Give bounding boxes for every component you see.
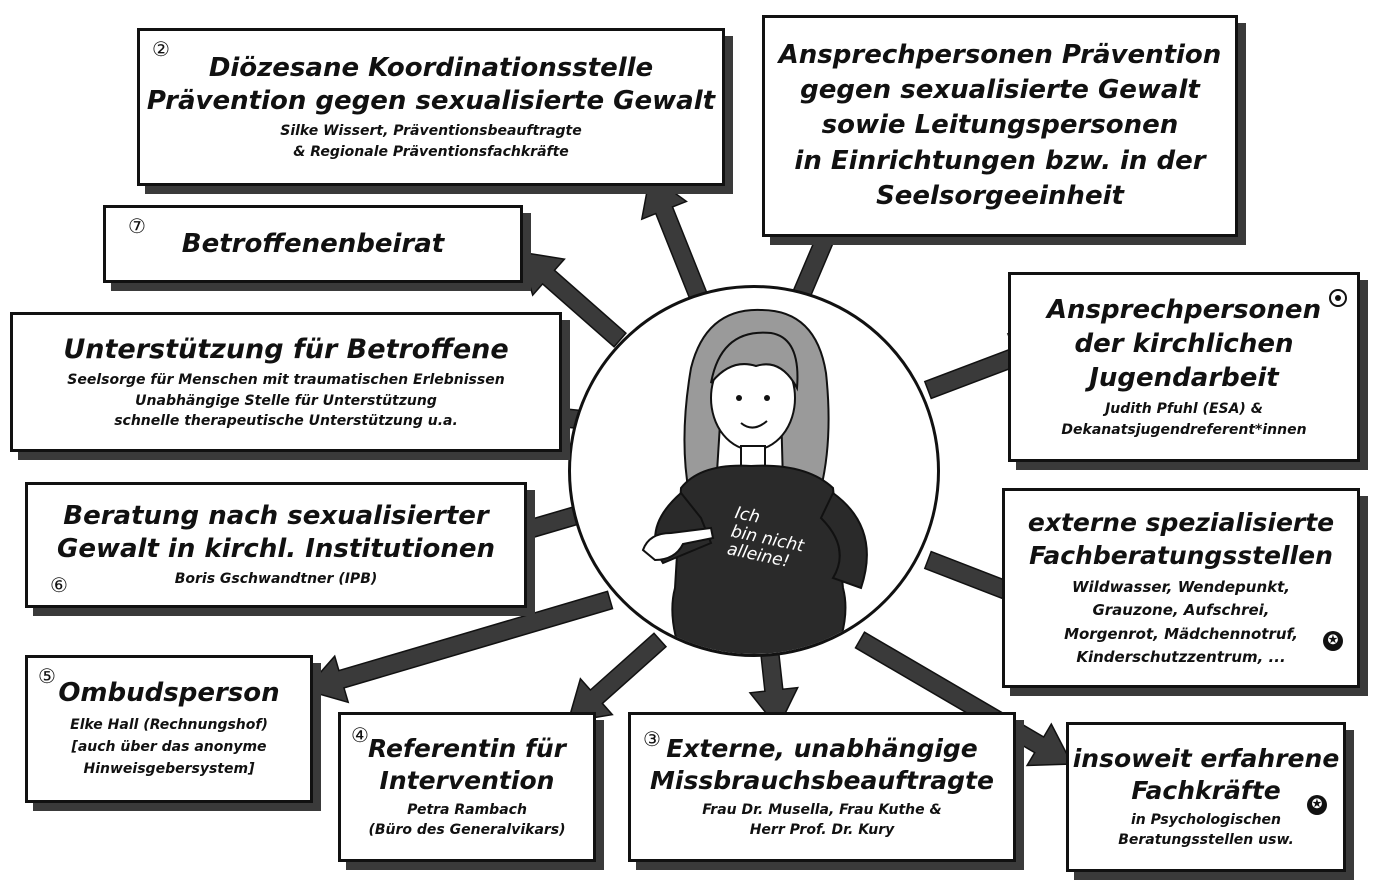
beratung-sub: Boris Gschwandtner (IPB) <box>174 571 378 588</box>
marker-number-6: ⑥ <box>50 573 68 597</box>
box-koordinationsstelle: ② Diözesane Koordinationsstelle Präventi… <box>137 28 725 186</box>
box-unterstuetzung: Unterstützung für Betroffene Seelsorge f… <box>10 312 562 452</box>
box-missbrauchsbeauftragte: ③ Externe, unabhängige Missbrauchsbeauft… <box>628 712 1016 862</box>
insoweit-title-1: insoweit erfahrene <box>1072 744 1340 774</box>
arrow-to-ombudsperson <box>303 590 614 704</box>
extern-sub-1: Wildwasser, Wendepunkt, <box>1072 578 1290 596</box>
ombud-sub-3: Hinweisgebersystem] <box>83 761 255 778</box>
arrow-to-betroffenenbeirat <box>518 251 627 348</box>
missbrauch-sub-1: Frau Dr. Musella, Frau Kuthe & <box>702 801 942 818</box>
referentin-sub-1: Petra Rambach <box>407 801 527 818</box>
extern-sub-3: Morgenrot, Mädchennotruf, <box>1064 624 1298 643</box>
jugend-title-1: Ansprechpersonen <box>1046 295 1322 325</box>
missbrauch-title-2: Missbrauchsbeauftragte <box>650 765 994 795</box>
insoweit-title-2: Fachkräfte <box>1131 775 1281 805</box>
star-icon: ✪ <box>1323 631 1343 651</box>
missbrauch-title-1: Externe, unabhängige <box>666 734 978 764</box>
unterstuetzung-sub-1: Seelsorge für Menschen mit traumatischen… <box>67 372 505 389</box>
koordination-sub-2: & Regionale Präventionsfachkräfte <box>293 143 569 160</box>
box-referentin: ④ Referentin für Intervention Petra Ramb… <box>338 712 596 862</box>
koordination-title-1: Diözesane Koordinationsstelle <box>208 53 654 84</box>
ombud-sub-2: [auch über das anonyme <box>71 739 267 756</box>
ansprech-praev-line-3: sowie Leitungspersonen <box>821 110 1179 141</box>
beratung-title-1: Beratung nach sexualisierter <box>63 501 489 532</box>
marker-number-7: ⑦ <box>128 214 146 238</box>
beratung-title-2: Gewalt in kirchl. Institutionen <box>57 533 495 564</box>
girl-illustration <box>641 308 868 654</box>
box-ansprechpersonen-praevention: Ansprechpersonen Prävention gegen sexual… <box>762 15 1238 237</box>
box-ombudsperson: ⑤ Ombudsperson Elke Hall (Rechnungshof) … <box>25 655 313 803</box>
referentin-sub-2: (Büro des Generalvikars) <box>368 822 566 839</box>
circled-dot-icon <box>1329 289 1347 307</box>
arrow-to-insoweit <box>854 631 1074 767</box>
center-figure: Ich bin nicht alleine! <box>568 285 940 657</box>
missbrauch-sub-2: Herr Prof. Dr. Kury <box>749 822 895 839</box>
unterstuetzung-title: Unterstützung für Betroffene <box>63 333 509 365</box>
ansprech-praev-line-2: gegen sexualisierte Gewalt <box>800 75 1200 106</box>
extern-title-2: Fachberatungsstellen <box>1029 540 1333 570</box>
ombud-title: Ombudsperson <box>58 678 280 709</box>
jugend-title-3: Jugendarbeit <box>1089 362 1279 393</box>
unterstuetzung-sub-3: schnelle therapeutische Unterstützung u.… <box>114 413 458 430</box>
box-betroffenenbeirat: ⑦ Betroffenenbeirat <box>103 205 523 283</box>
box-jugendarbeit: Ansprechpersonen der kirchlichen Jugenda… <box>1008 272 1360 462</box>
extern-sub-2: Grauzone, Aufschrei, <box>1092 601 1270 620</box>
jugend-sub-1: Judith Pfuhl (ESA) & <box>1105 401 1263 418</box>
marker-number-2: ② <box>152 37 170 61</box>
extern-title-1: externe spezialisierte <box>1027 508 1335 537</box>
jugend-sub-2: Dekanatsjugendreferent*innen <box>1061 421 1307 438</box>
referentin-title-1: Referentin für <box>368 734 566 764</box>
arrow-to-koordination <box>640 173 710 305</box>
star-icon: ✪ <box>1307 795 1327 815</box>
insoweit-sub-2: Beratungsstellen usw. <box>1118 832 1294 849</box>
arrow-to-missbrauchsbeauftragte <box>748 653 799 730</box>
referentin-title-2: Intervention <box>379 765 555 795</box>
extern-sub-4: Kinderschutzzentrum, ... <box>1076 647 1286 666</box>
marker-number-4: ④ <box>351 723 369 747</box>
box-insoweit-fachkraefte: ✪ insoweit erfahrene Fachkräfte in Psych… <box>1066 722 1346 872</box>
marker-number-3: ③ <box>643 727 661 751</box>
ansprech-praev-line-1: Ansprechpersonen Prävention <box>778 40 1222 71</box>
koordination-sub-1: Silke Wissert, Präventionsbeauftragte <box>280 123 582 140</box>
marker-number-5: ⑤ <box>38 664 56 688</box>
unterstuetzung-sub-2: Unabhängige Stelle für Unterstützung <box>135 392 437 409</box>
ansprech-praev-line-4: in Einrichtungen bzw. in der <box>794 145 1206 176</box>
ansprech-praev-line-5: Seelsorgeeinheit <box>876 180 1124 211</box>
jugend-title-2: der kirchlichen <box>1074 328 1294 359</box>
box-beratung: ⑥ Beratung nach sexualisierter Gewalt in… <box>25 482 527 608</box>
koordination-title-2: Prävention gegen sexualisierte Gewalt <box>146 85 716 116</box>
box-externe-fachberatung: ✪ externe spezialisierte Fachberatungsst… <box>1002 488 1360 688</box>
arrow-to-referentin <box>566 632 668 723</box>
betroffenenbeirat-title: Betroffenenbeirat <box>181 228 445 259</box>
insoweit-sub-1: in Psychologischen <box>1130 811 1282 828</box>
ombud-sub-1: Elke Hall (Rechnungshof) <box>70 716 268 733</box>
